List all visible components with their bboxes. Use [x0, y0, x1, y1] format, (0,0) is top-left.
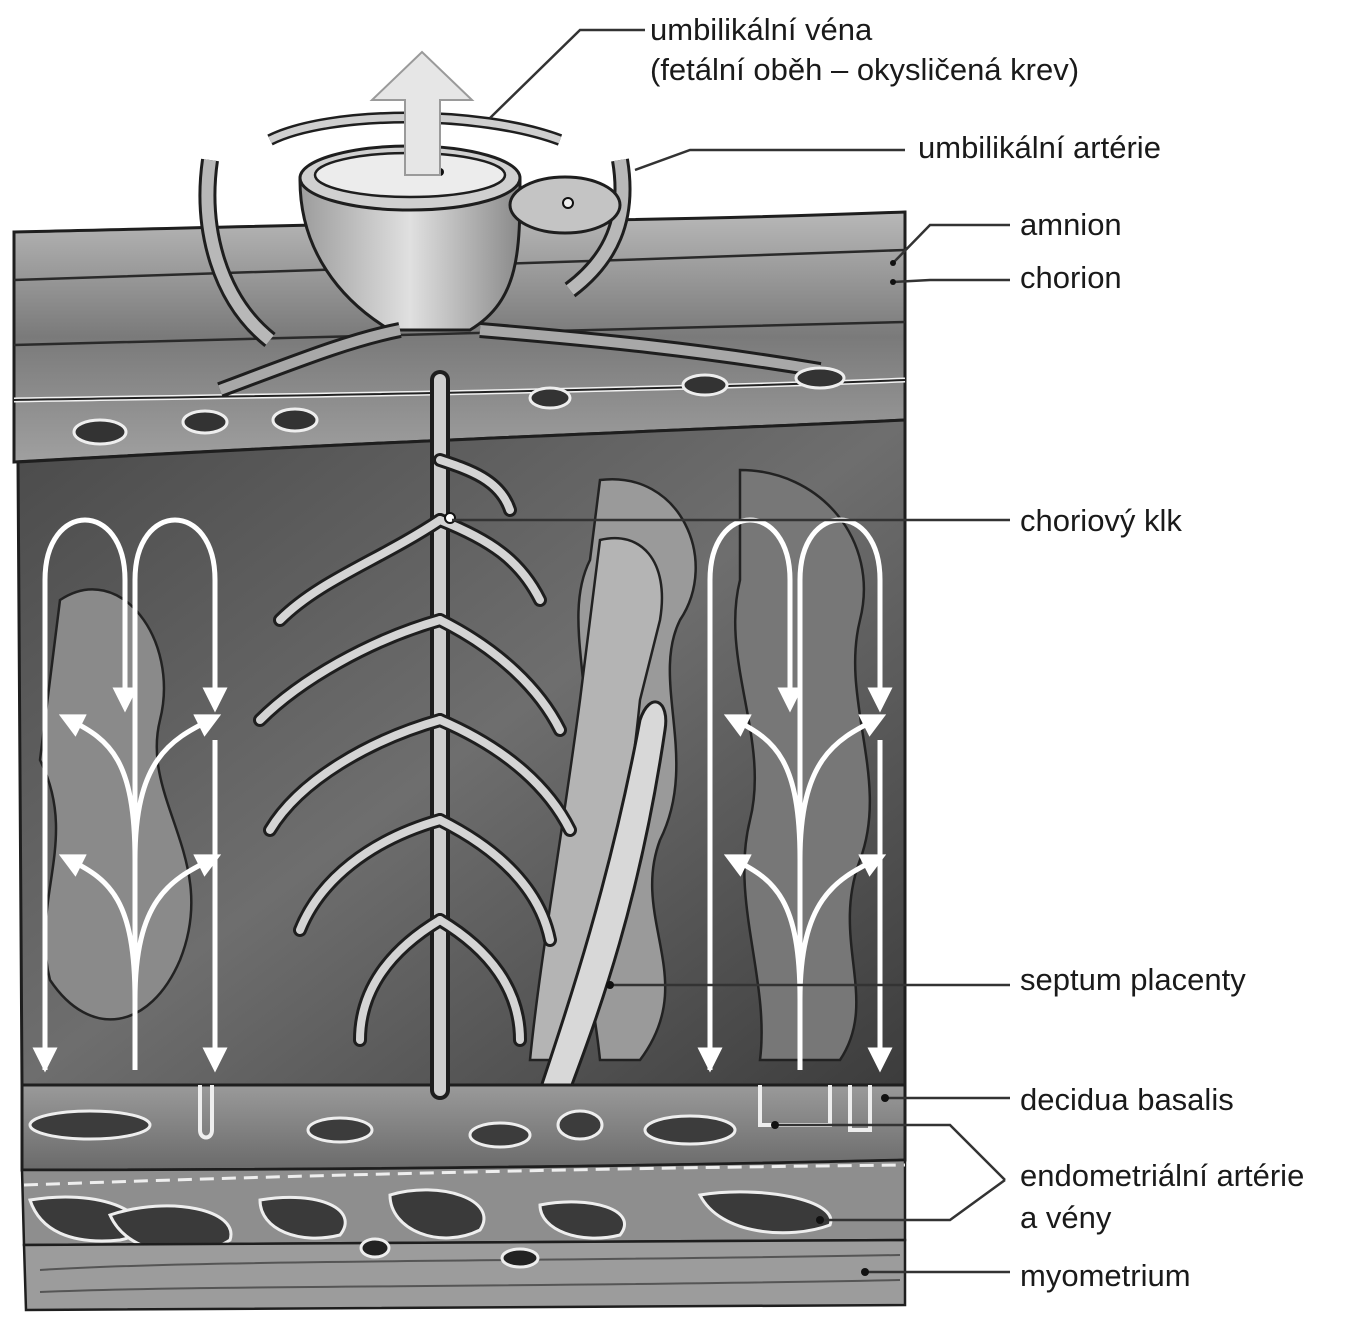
label-umbilical-vein: umbilikální véna: [650, 12, 872, 48]
label-endometrial-vessels-line2: a vény: [1020, 1200, 1111, 1236]
label-chorion: chorion: [1020, 260, 1122, 296]
label-placental-septum: septum placenty: [1020, 962, 1246, 998]
label-umbilical-vein-note: (fetální oběh – okysličená krev): [650, 52, 1079, 88]
label-umbilical-arteries: umbilikální artérie: [918, 130, 1161, 166]
label-myometrium: myometrium: [1020, 1258, 1191, 1294]
endometrial-vessels-layer: [22, 1160, 905, 1253]
label-decidua-basalis: decidua basalis: [1020, 1082, 1234, 1118]
label-endometrial-vessels-line1: endometriální artérie: [1020, 1158, 1304, 1194]
label-amnion: amnion: [1020, 207, 1122, 243]
myometrium-layer: [24, 1239, 905, 1310]
label-chorionic-villus: choriový klk: [1020, 503, 1182, 539]
